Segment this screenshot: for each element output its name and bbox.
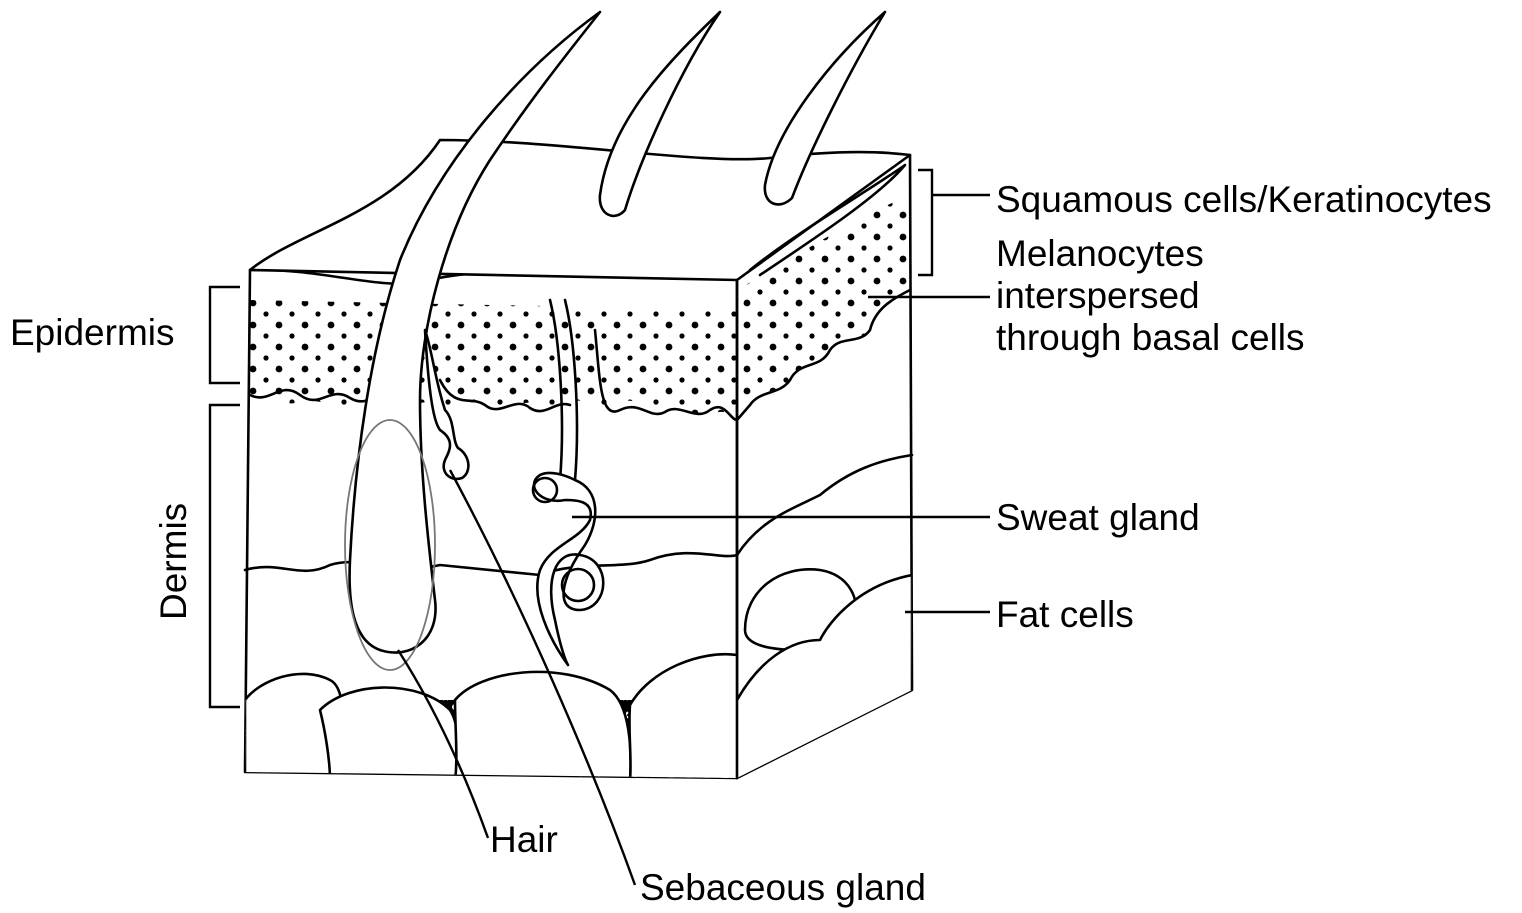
label-melanocytes-line2: interspersed	[996, 275, 1200, 316]
label-fat-cells: Fat cells	[996, 594, 1134, 635]
label-sebaceous-gland: Sebaceous gland	[640, 867, 926, 908]
fat-cells-front	[245, 654, 740, 780]
epidermis-bracket	[210, 287, 240, 383]
epidermis-side	[737, 195, 910, 420]
fat-lobule-4	[629, 654, 737, 780]
label-melanocytes-line1: Melanocytes	[996, 233, 1204, 274]
label-hair: Hair	[490, 819, 558, 860]
label-melanocytes-line3: through basal cells	[996, 317, 1305, 358]
squamous-bracket	[918, 170, 990, 275]
label-epidermis: Epidermis	[10, 312, 175, 353]
label-dermis: Dermis	[153, 503, 194, 620]
hair-shaft-2	[600, 12, 720, 216]
epidermis-layer	[250, 270, 737, 420]
fat-cells-side	[737, 569, 912, 780]
dermis-bracket	[210, 405, 240, 707]
label-sweat-gland: Sweat gland	[996, 497, 1200, 538]
dermis-inner-line	[245, 553, 737, 575]
hair-shaft-3	[765, 12, 885, 204]
fat-lobule-2	[320, 688, 458, 781]
fat-lobule-3	[455, 672, 631, 780]
dermis-inner-line-side	[737, 455, 912, 555]
label-squamous-cells: Squamous cells/Keratinocytes	[996, 179, 1492, 220]
basal-stipple-front	[250, 300, 737, 420]
